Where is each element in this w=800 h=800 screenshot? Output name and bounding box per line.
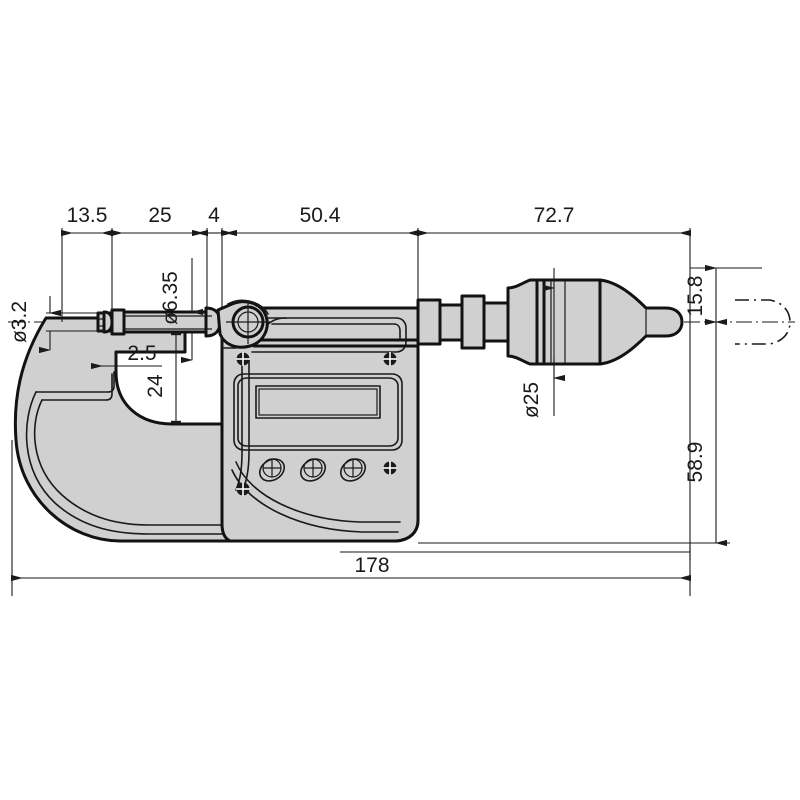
housing-rib-1: [235, 461, 401, 523]
dim-label-25-dia: ø25: [520, 382, 543, 418]
phantom-accessory-outline: [735, 299, 791, 345]
dim-label-3-2: ø3.2: [8, 301, 31, 343]
lcd-display: [255, 385, 381, 419]
button-group[interactable]: [256, 455, 370, 486]
dimension-diameter-25: ø25: [520, 268, 565, 418]
dim-label-2-5: 2.5: [127, 342, 156, 365]
screw-bottom-right: [383, 461, 397, 475]
dim-label-178: 178: [354, 554, 389, 577]
dimension-15-8: 15.8: [684, 264, 762, 326]
spindle: [102, 306, 222, 338]
lcd-display-inner-frame: [258, 388, 378, 416]
dimension-2-5: 2.5: [91, 342, 162, 372]
dimension-178: 178: [11, 440, 691, 596]
sleeve-window-inner: [271, 323, 401, 339]
sleeve-window-outline: [251, 317, 407, 353]
dim-label-25: 25: [148, 204, 171, 227]
dim-label-6-35: ø6.35: [159, 271, 182, 325]
dim-label-58-9: 58.9: [684, 442, 707, 483]
ratchet-body[interactable]: [598, 278, 684, 366]
dimension-24: 24: [144, 332, 181, 424]
dimension-58-9: 58.9: [418, 318, 730, 547]
dim-label-15-8: 15.8: [684, 276, 707, 317]
dim-label-13-5: 13.5: [67, 204, 108, 227]
dim-label-24: 24: [144, 374, 167, 398]
sleeve: [416, 294, 510, 350]
screw-group: [236, 352, 397, 496]
screw-bottom-left: [236, 482, 250, 496]
ratchet-stop[interactable]: [598, 278, 684, 366]
sleeve-segment-3: [460, 294, 486, 350]
frame-inner-relief-step-2: [41, 373, 113, 401]
lock-clamp-lever: [221, 335, 237, 349]
housing-rib-2: [231, 469, 399, 533]
screw-top-right: [383, 352, 397, 366]
lcd-bezel-outer: [233, 373, 403, 451]
dim-label-50-4: 50.4: [300, 204, 341, 227]
button-origin[interactable]: [256, 455, 289, 486]
phantom-contour: [735, 299, 791, 345]
button-mode[interactable]: [337, 455, 370, 486]
dim-label-4: 4: [208, 204, 220, 227]
spindle-lock-clamp[interactable]: [216, 299, 270, 349]
spindle-collar: [110, 308, 126, 336]
dim-label-72-7: 72.7: [534, 204, 575, 227]
sleeve-segment-4: [482, 301, 510, 343]
button-zero-abs[interactable]: [297, 455, 330, 486]
dimension-diameter-6-35: ø6.35: [159, 258, 203, 364]
lcd-bezel-inner: [237, 377, 399, 447]
sleeve-segment-2: [438, 303, 464, 342]
sleeve-segment-1: [416, 298, 442, 346]
housing-body: [220, 306, 420, 543]
dimension-diameter-3-2: ø3.2: [8, 296, 105, 354]
screw-top-left: [236, 352, 250, 366]
dimension-chain-top: 13.5 25 4 50.4 72.7: [61, 204, 691, 560]
lock-clamp-highlight: [227, 299, 269, 315]
